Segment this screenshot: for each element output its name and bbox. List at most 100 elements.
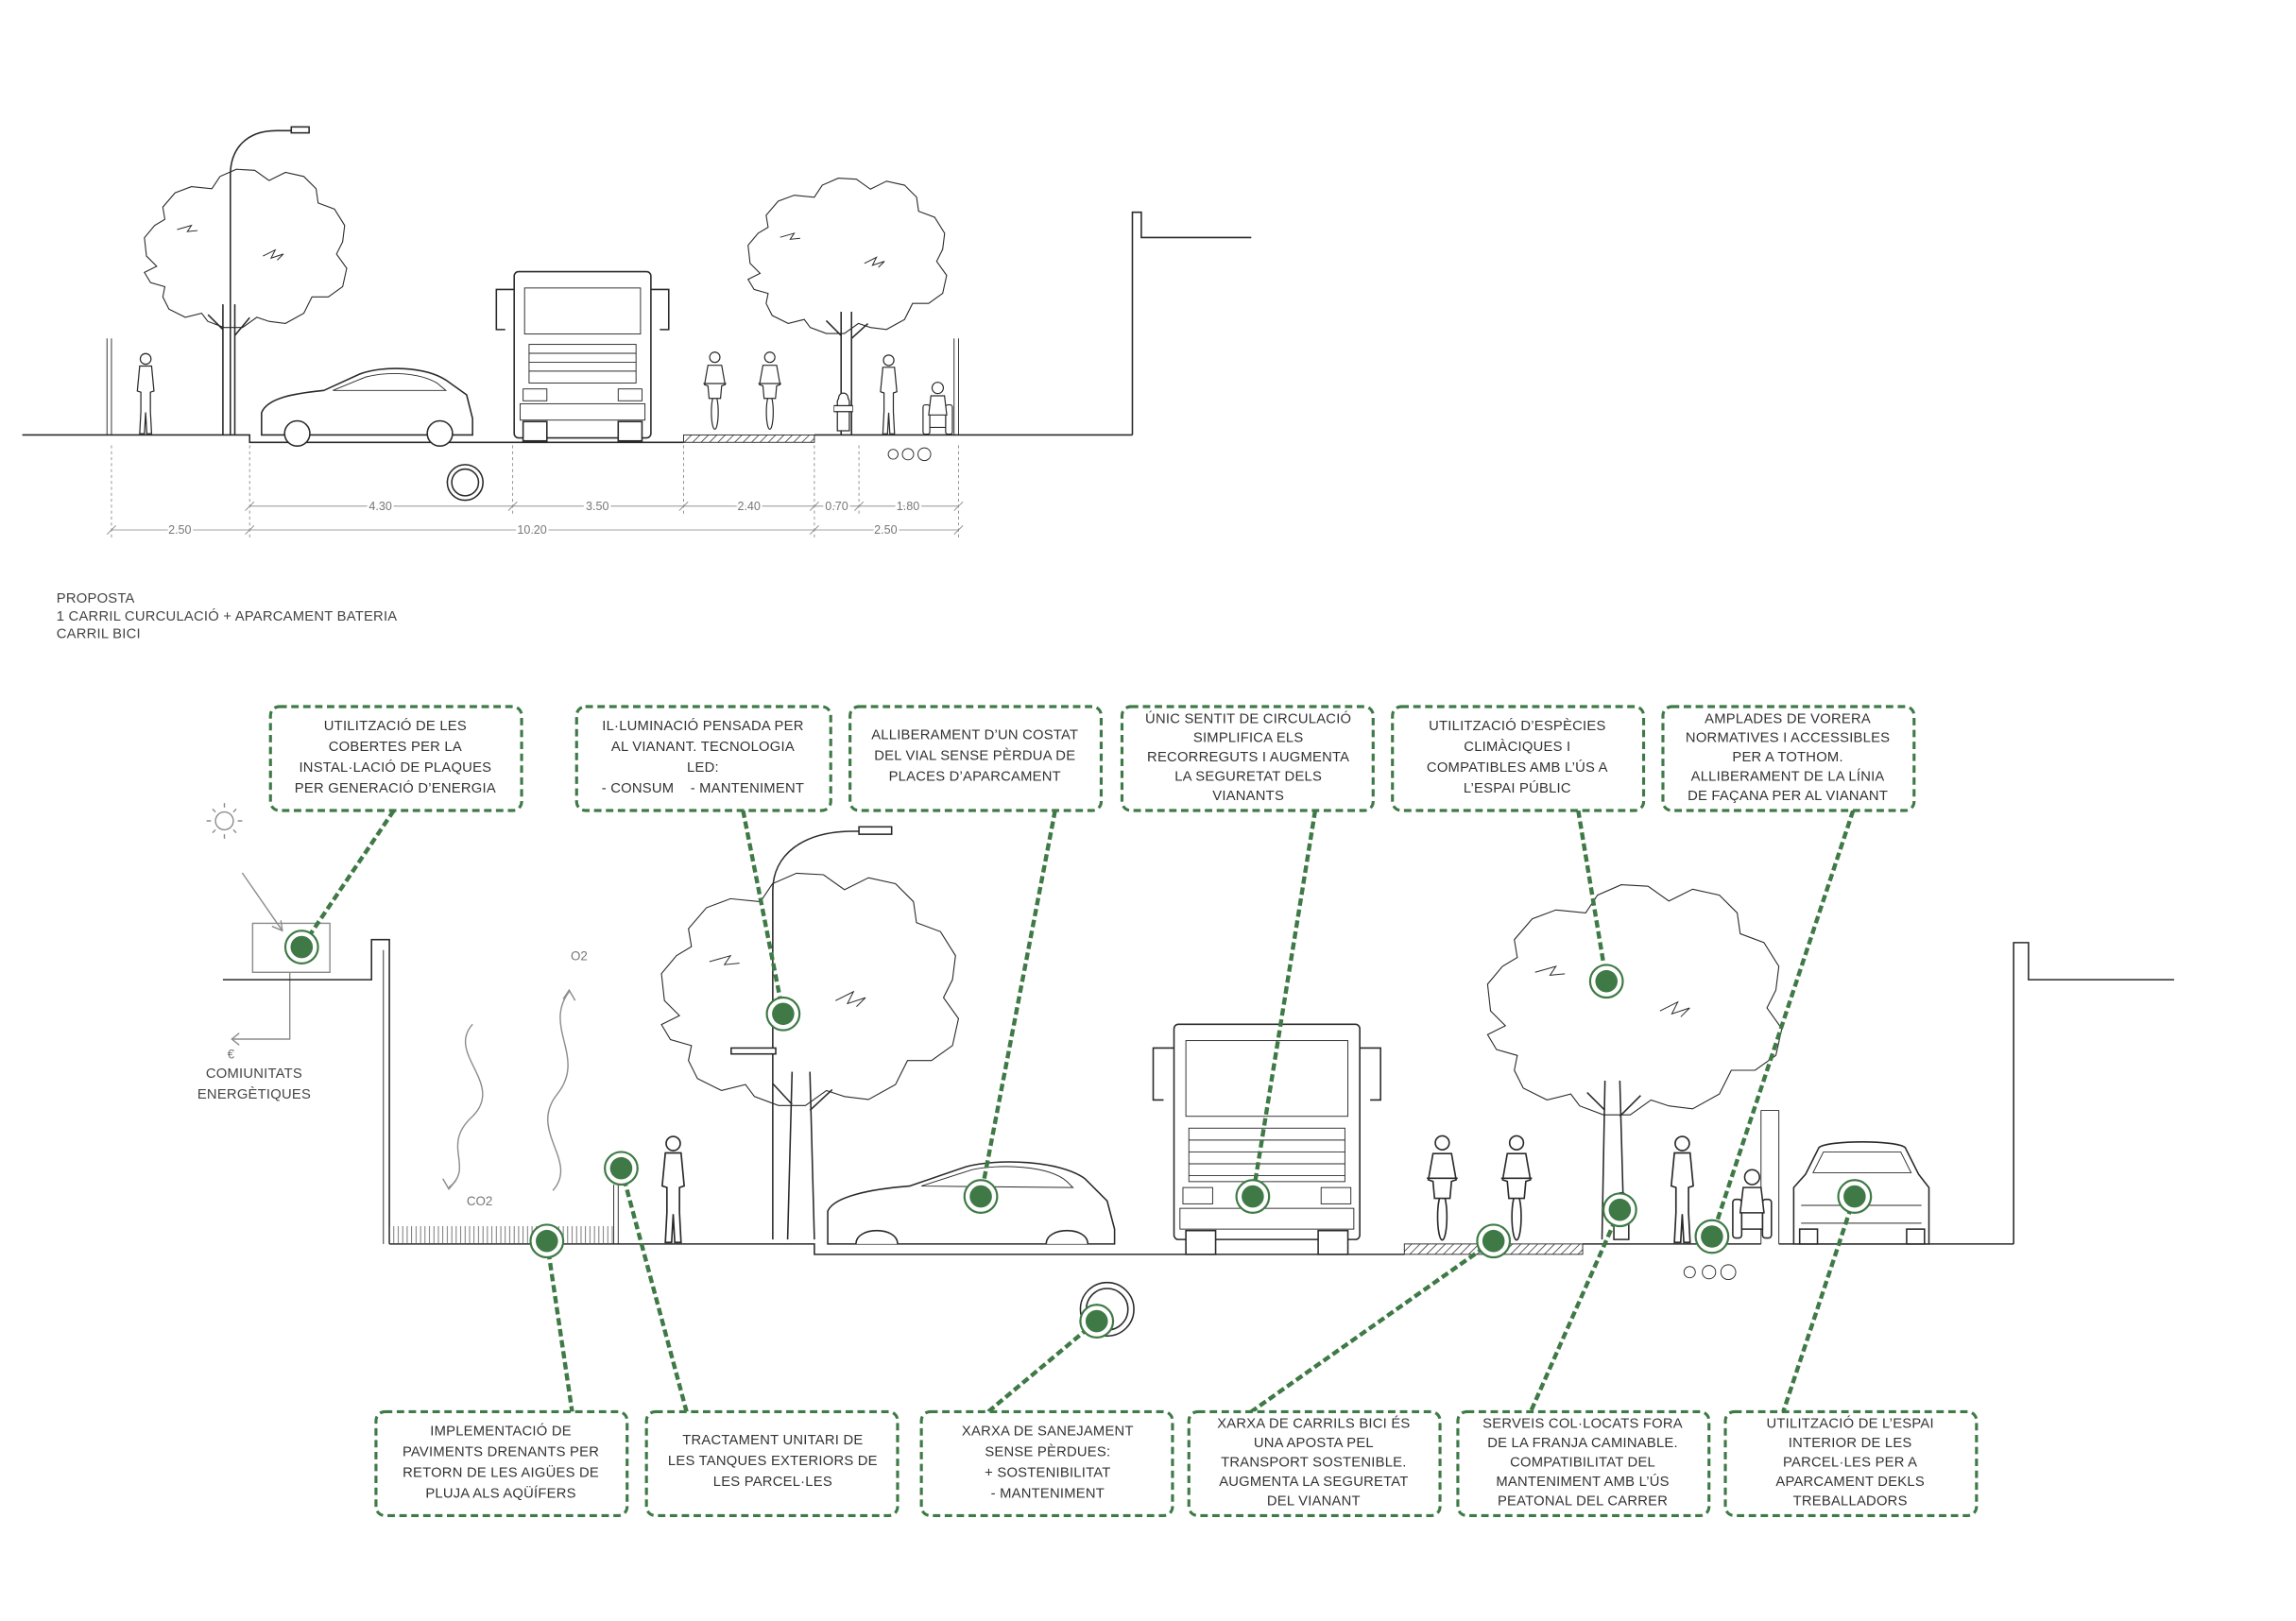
dimension-label: 2.50 <box>874 523 897 537</box>
callout-text-line: ALLIBERAMENT DE LA LÍNIA <box>1691 769 1885 785</box>
wheelchair-user <box>1732 1169 1773 1239</box>
marker-dot <box>1476 1223 1512 1259</box>
callout-sewer: XARXA DE SANEJAMENT SENSE PÈRDUES: + SOS… <box>919 1409 1174 1517</box>
building-wall-left <box>222 938 390 1244</box>
marker-dot <box>963 1179 999 1214</box>
callout-box <box>268 705 523 812</box>
callout-box <box>1391 705 1646 812</box>
callout-text-line: IL·LUMINACIÓ PENSADA PER <box>602 718 803 734</box>
dimension-label: 4.30 <box>368 500 391 513</box>
callout-text-line: NORMATIVES I ACCESSIBLES <box>1686 731 1890 746</box>
callout-box <box>848 705 1104 812</box>
callout-box <box>1120 705 1375 812</box>
cyclist <box>1426 1135 1459 1241</box>
dimension-label: 2.50 <box>168 523 191 537</box>
callout-services: SERVEIS COL·LOCATS FORA DE LA FRANJA CAM… <box>1456 1409 1711 1517</box>
callout-text-line: TRANSPORT SOSTENIBLE. <box>1221 1456 1407 1471</box>
section-top: 4.30 3.50 2.40 0.70 1.80 2.50 10.20 2.50 <box>22 126 1252 538</box>
section-bottom: € COMIUNITATS ENERGÈTIQUES O2 CO2 <box>197 803 2175 1338</box>
callout-text-line: ÚNIC SENTIT DE CIRCULACIÓ <box>1145 710 1351 726</box>
gas-flow <box>442 988 576 1191</box>
callout-text-line: DEL VIANANT <box>1267 1493 1361 1509</box>
callout-text-line: COBERTES PER LA <box>329 740 462 755</box>
callout-text-line: IMPLEMENTACIÓ DE <box>430 1424 572 1440</box>
callout-text-line: XARXA DE CARRILS BICI ÉS <box>1217 1416 1410 1432</box>
callout-sidewalk-width: AMPLADES DE VORERA NORMATIVES I ACCESSIB… <box>1661 705 1916 812</box>
leader-line <box>619 1168 689 1412</box>
fire-hydrant <box>833 392 853 432</box>
marker-dot <box>1694 1219 1730 1254</box>
marker-dot <box>283 930 319 964</box>
utility-pipes <box>887 447 932 462</box>
leader-line <box>978 810 1057 1197</box>
callout-text-line: SIMPLIFICA ELS <box>1193 731 1304 746</box>
callout-text-line: TREBALLADORS <box>1793 1493 1908 1509</box>
tree-canopy <box>1486 883 1783 1117</box>
pedestrian <box>136 352 155 435</box>
tree-canopy <box>660 872 960 1107</box>
tree-trunk <box>1586 1080 1641 1240</box>
callout-text-line: INSTAL·LACIÓ DE PLAQUES <box>299 759 491 776</box>
dimension-label: 2.40 <box>737 500 760 513</box>
callout-box <box>1187 1409 1442 1517</box>
callout-text-line: PARCEL·LES PER A <box>1783 1456 1917 1471</box>
bus-front <box>1152 1023 1381 1255</box>
dimension-label: 0.70 <box>825 500 848 513</box>
callout-text-line: PLACES D’APARCAMENT <box>889 770 1061 785</box>
marker-dot <box>1079 1304 1115 1339</box>
callout-text-line: UTILITZACIÓ DE LES <box>324 718 467 734</box>
callout-plot-parking: UTILITZACIÓ DE L’ESPAI INTERIOR DE LES P… <box>1723 1409 1979 1517</box>
bus-front <box>495 270 670 442</box>
callout-text-line: UNA APOSTA PEL <box>1254 1436 1374 1451</box>
callout-text-line: SERVEIS COL·LOCATS FORA <box>1482 1417 1683 1432</box>
pedestrian <box>660 1135 686 1244</box>
markers <box>283 930 1873 1339</box>
callout-text-line: - MANTENIMENT <box>991 1487 1105 1502</box>
leader-line <box>986 1319 1099 1414</box>
callout-text-line: AL VIANANT. TECNOLOGIA <box>611 740 795 755</box>
leader-line <box>1781 1195 1857 1413</box>
tree-canopy <box>747 177 948 334</box>
proposal-line: CARRIL BICI <box>57 627 141 642</box>
leader-line <box>1250 810 1318 1197</box>
callout-text-line: DEL VIAL SENSE PÈRDUA DE <box>874 748 1075 764</box>
proposal-line: 1 CARRIL CURCULACIÓ + APARCAMENT BATERIA <box>57 608 398 624</box>
callout-text-line: CLIMÀCIQUES I <box>1464 739 1570 755</box>
callout-text-line: - CONSUM - MANTENIMENT <box>602 781 804 796</box>
fence-left <box>106 338 112 435</box>
pedestrian <box>880 354 898 435</box>
callout-text-line: TRACTAMENT UNITARI DE <box>682 1433 863 1448</box>
callout-species: UTILITZACIÓ D’ESPÈCIES CLIMÀCIQUES I COM… <box>1391 705 1646 812</box>
sun-icon <box>206 803 243 839</box>
street-lamp <box>772 830 863 1240</box>
building-wall <box>1131 211 1252 435</box>
lamp-head <box>290 126 310 134</box>
callout-box <box>1723 1409 1979 1517</box>
marker-dot <box>1588 964 1624 999</box>
marker-dot <box>529 1223 565 1259</box>
proposal-title-block: PROPOSTA 1 CARRIL CURCULACIÓ + APARCAMEN… <box>57 591 398 642</box>
callout-one-way: ÚNIC SENTIT DE CIRCULACIÓ SIMPLIFICA ELS… <box>1120 705 1375 812</box>
callout-text-line: LA SEGURETAT DELS <box>1174 770 1322 785</box>
callout-text-line: DE LA FRANJA CAMINABLE. <box>1487 1436 1678 1451</box>
callout-text-line: PAVIMENTS DRENANTS PER <box>403 1445 599 1460</box>
callout-text-line: LES PARCEL·LES <box>713 1475 832 1490</box>
proposal-title: PROPOSTA <box>57 591 135 606</box>
callout-text-line: RETORN DE LES AIGÜES DE <box>403 1464 599 1481</box>
leader-line <box>1528 1208 1622 1413</box>
callout-text-line: AUGMENTA LA SEGURETAT <box>1219 1475 1408 1490</box>
callout-parking: ALLIBERAMENT D’UN COSTAT DEL VIAL SENSE … <box>848 705 1104 812</box>
arrow-down-icon <box>241 872 283 932</box>
utility-pipes <box>1683 1264 1737 1281</box>
callout-text-line: AMPLADES DE VORERA <box>1705 711 1871 726</box>
leader-line <box>741 810 786 1015</box>
callout-box <box>919 1409 1174 1517</box>
car-side <box>261 367 473 447</box>
tree-trunk <box>207 304 250 435</box>
marker-dot <box>1837 1179 1873 1214</box>
bike-lane-hatch <box>683 434 815 443</box>
callout-bike-network: XARXA DE CARRILS BICI ÉS UNA APOSTA PEL … <box>1187 1409 1442 1517</box>
callout-solar-roofs: UTILITZACIÓ DE LES COBERTES PER LA INSTA… <box>268 705 523 812</box>
cyclist <box>758 351 782 430</box>
